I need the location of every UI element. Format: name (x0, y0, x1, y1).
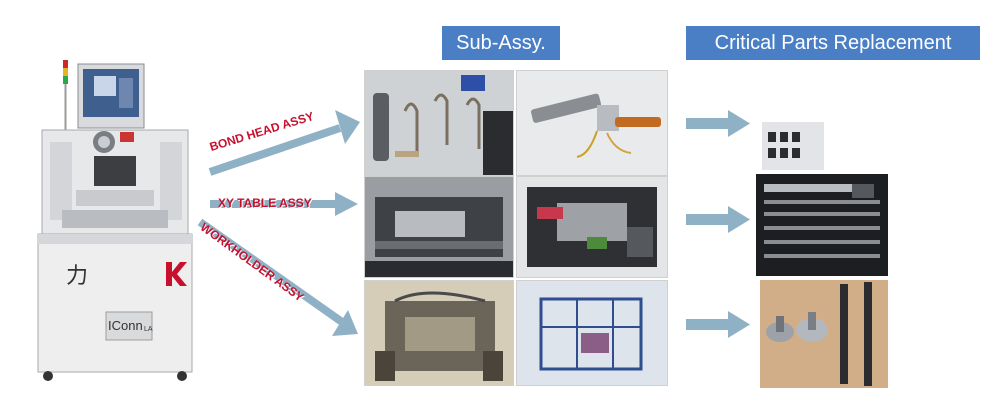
workholder-arrow (197, 218, 358, 336)
xy-table-arrow (210, 192, 358, 216)
xy-table-photo-side (516, 176, 668, 278)
workholder-photo-assembly (364, 280, 514, 386)
critical-parts-photo-workholder (760, 280, 888, 388)
workholder-to-parts-arrow (686, 311, 750, 338)
critical-parts-header: Critical Parts Replacement (686, 26, 980, 60)
xy-table-to-parts-arrow (686, 206, 750, 233)
machine-model-label: IConn (108, 318, 143, 333)
critical-parts-photo-bond-head (762, 122, 824, 170)
workholder-photo-frame (516, 280, 668, 386)
wire-bonder-machine-illustration (37, 60, 193, 381)
xy-table-photo-top (364, 176, 514, 278)
bond-head-arrow (208, 110, 360, 176)
machine-brand-mark: 力 (66, 264, 89, 289)
xy-table-assy-label: XY TABLE ASSY (218, 196, 312, 210)
machine-model-suffix: LA (144, 326, 153, 333)
bond-head-to-parts-arrow (686, 110, 750, 137)
bond-head-photo-assembly (516, 70, 668, 176)
critical-parts-photo-xy-table (756, 174, 888, 276)
bond-head-photo-parts (364, 70, 514, 176)
sub-assy-header: Sub-Assy. (442, 26, 560, 60)
